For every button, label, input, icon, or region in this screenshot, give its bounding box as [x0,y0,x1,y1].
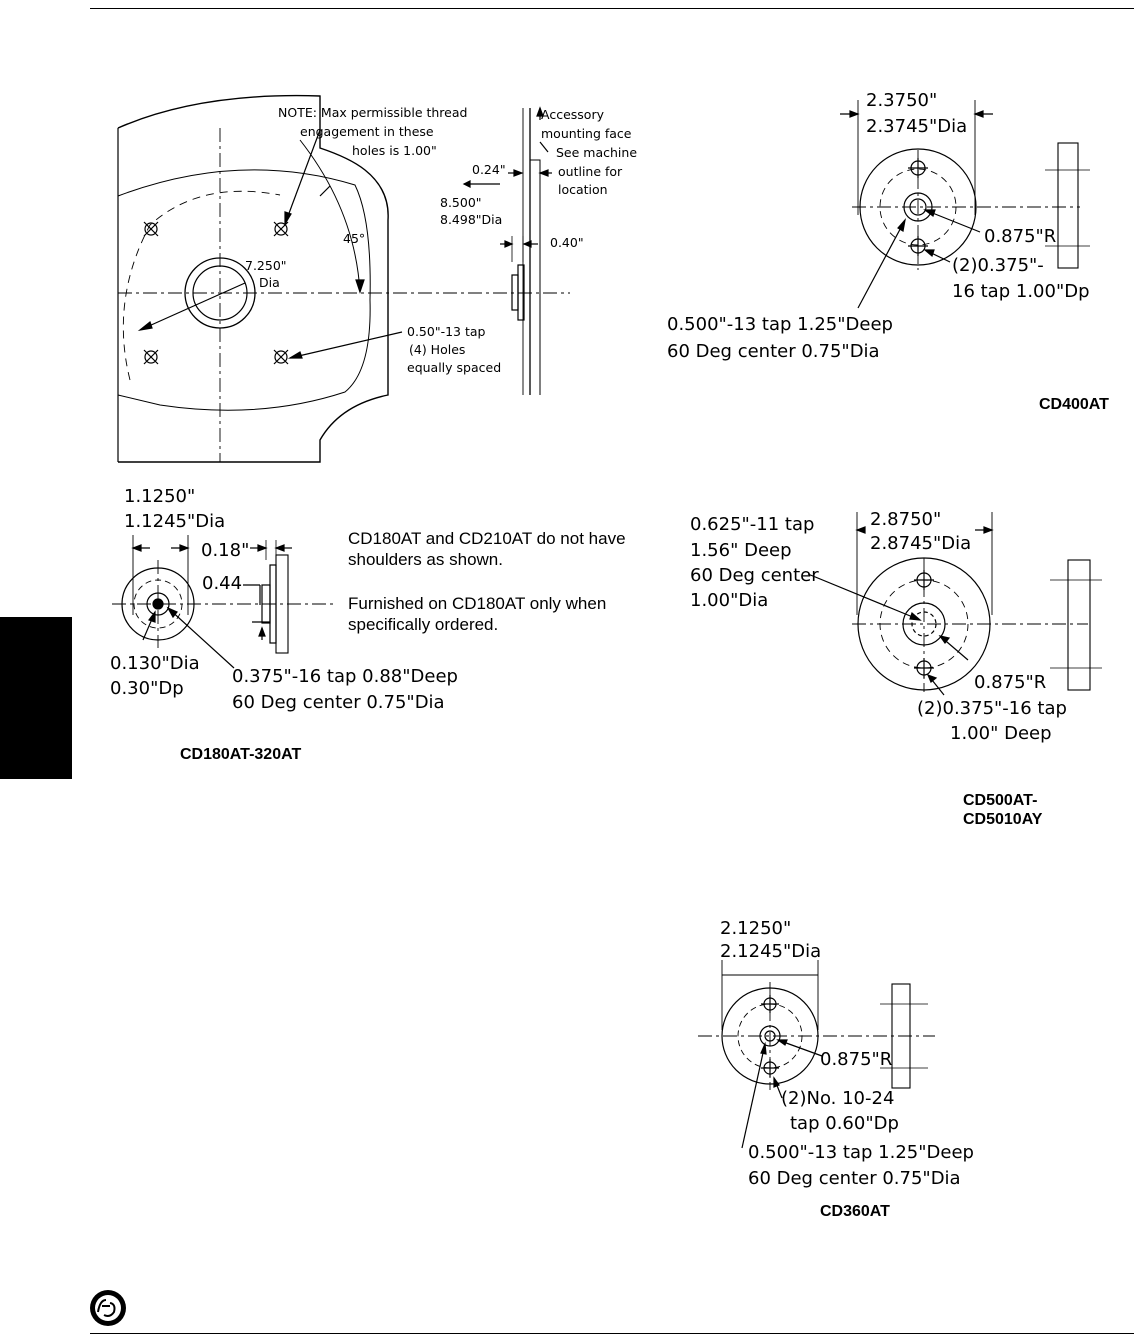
radius-text: 0.875"R [984,226,1056,247]
cd360-label: CD360AT [820,1203,890,1220]
tap-text: 1.56" Deep [690,540,792,561]
tap-text: 1.00"Dia [690,590,768,611]
bottom-rule [90,1333,1134,1334]
dia-text: 2.3745"Dia [866,116,967,137]
cd500-drawing: 0.625"-11 tap 1.56" Deep 60 Deg center 1… [690,509,1102,744]
holes-text: (2)No. 10-24 [781,1088,894,1109]
tap-text: equally spaced [407,360,501,375]
dia-text: 1.1245"Dia [124,511,225,532]
holes-text: (2)0.375"-16 tap [917,698,1067,719]
section-tab [0,617,72,779]
dim-text: Dia [259,275,280,290]
holes-text: (2)0.375"- [952,255,1044,276]
tap-text: 0.625"-11 tap [690,514,814,535]
radius-text: 0.875"R [974,672,1046,693]
dia-text: 2.3750" [866,90,937,111]
dim-text: 8.500" [440,195,482,210]
face-text: See machine [556,145,637,160]
tap-text: 0.50"-13 tap [407,324,486,339]
tap-text: 60 Deg center 0.75"Dia [667,341,880,362]
tap-text: 60 Deg center [690,565,819,586]
holes-text: 16 tap 1.00"Dp [952,281,1090,302]
tap-text: 0.375"-16 tap 0.88"Deep [232,666,458,687]
cd500-label-line1: CD500AT- [963,792,1038,809]
note-text: NOTE: Max permissible thread [278,105,467,120]
hole-text: 0.30"Dp [110,678,184,699]
cd180-note-1: CD180AT and CD210AT do not have shoulder… [348,529,626,569]
face-text: location [558,182,608,197]
ge-logo-icon [90,1290,126,1326]
holes-text: 1.00" Deep [950,723,1052,744]
cd180-drawing: 1.1250" 1.1245"Dia 0.18" 0.44 0.130"Dia … [110,486,458,713]
tap-text: (4) Holes [409,342,465,357]
cd180-label: CD180AT-320AT [180,746,302,763]
face-text: Accessory [541,107,605,122]
cd400-drawing: 2.3750" 2.3745"Dia 0.875"R (2)0.375"- 16… [667,90,1090,362]
tap-text: 0.500"-13 tap 1.25"Deep [748,1142,974,1163]
dim-text: 0.18" [201,540,249,561]
dim-text: 7.250" [245,258,287,273]
dim-text: 8.498"Dia [440,212,502,227]
dim-text: 0.40" [550,235,584,250]
dia-text: 2.8750" [870,509,941,530]
note-text: holes is 1.00" [352,143,437,158]
dia-text: 2.8745"Dia [870,533,971,554]
accessory-face-drawing: NOTE: Max permissible thread engagement … [117,94,637,463]
radius-text: 0.875"R [820,1049,892,1070]
face-text: mounting face [541,126,632,141]
top-rule [90,8,1134,9]
cd500-label-line2: CD5010AY [963,811,1043,828]
hole-text: 0.130"Dia [110,653,200,674]
tap-hole-icon [143,221,289,365]
holes-text: tap 0.60"Dp [790,1113,899,1134]
angle-text: 45° [343,231,365,246]
dia-text: 2.1250" [720,918,791,939]
tap-text: 60 Deg center 0.75"Dia [748,1168,961,1189]
face-text: outline for [558,164,623,179]
dim-text: 0.24" [472,162,506,177]
tap-text: 60 Deg center 0.75"Dia [232,692,445,713]
tap-text: 0.500"-13 tap 1.25"Deep [667,314,893,335]
cd400-label: CD400AT [1039,396,1109,413]
cd180-note-2: Furnished on CD180AT only when specifica… [348,594,607,634]
cd360-drawing: 2.1250" 2.1245"Dia 0.875"R (2)No. 10-24 … [698,918,974,1189]
dia-text: 2.1245"Dia [720,941,821,962]
dim-text: 0.44 [202,573,242,594]
note-text: engagement in these [300,124,434,139]
dia-text: 1.1250" [124,486,195,507]
